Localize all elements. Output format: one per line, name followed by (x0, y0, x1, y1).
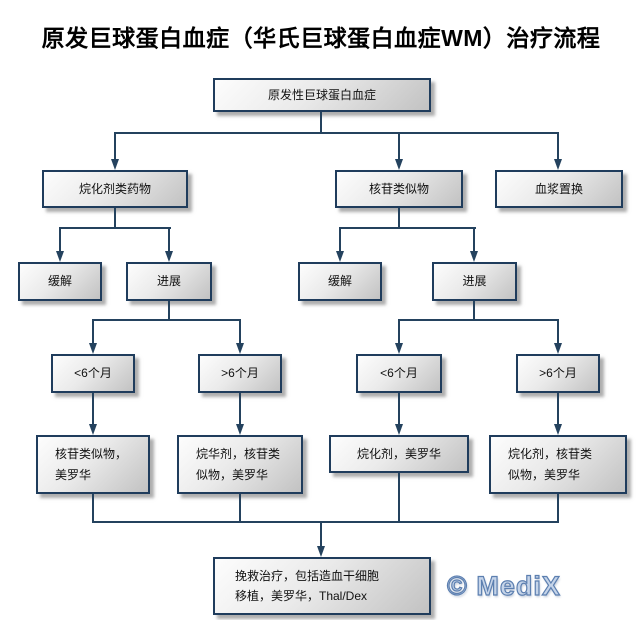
connector-line (339, 227, 476, 229)
node-plasma-exchange: 血浆置换 (495, 170, 623, 208)
node-tx-nucleoside-rituximab-label: 核苷类似物， 美罗华 (55, 447, 128, 482)
node-tx-alkyl-rituximab: 烷化剂，美罗华 (329, 435, 469, 473)
node-salvage: 挽救治疗，包括造血干细胞 移植，美罗华，Thal/Dex (213, 557, 431, 615)
connector-line (168, 301, 170, 321)
connector-line (114, 132, 116, 160)
connector-line (114, 132, 559, 134)
medix-watermark: © MediX (446, 570, 561, 601)
node-nucleoside-label: 核苷类似物 (368, 181, 429, 196)
arrowhead-icon (395, 424, 403, 435)
node-root-label: 原发性巨球蛋白血症 (267, 87, 376, 102)
arrowhead-icon (89, 343, 97, 354)
arrowhead-icon (56, 251, 64, 262)
arrowhead-icon (89, 424, 97, 435)
node-tx-alkyl-nucleoside-rituximab-left: 烷华剂，核苷类 似物，美罗华 (177, 435, 303, 494)
connector-line (92, 494, 94, 523)
node-root: 原发性巨球蛋白血症 (213, 78, 431, 112)
arrowhead-icon (111, 159, 119, 170)
arrowhead-icon (554, 159, 562, 170)
node-tx-alkyl-nucleoside-rituximab-left-label: 烷华剂，核苷类 似物，美罗华 (196, 447, 281, 482)
node-gt6-months-right-label: >6个月 (539, 366, 577, 381)
connector-line (398, 393, 400, 425)
arrowhead-icon (470, 251, 478, 262)
arrowhead-icon (236, 424, 244, 435)
arrowhead-icon (554, 343, 562, 354)
node-remission-right: 缓解 (298, 262, 382, 301)
node-plasma-exchange-label: 血浆置换 (534, 181, 583, 196)
node-lt6-months-left-label: <6个月 (74, 366, 112, 381)
node-tx-nucleoside-rituximab: 核苷类似物， 美罗华 (36, 435, 150, 494)
node-progression-right-label: 进展 (462, 274, 487, 289)
arrowhead-icon (395, 343, 403, 354)
node-alkylating-label: 烷化剂类药物 (78, 181, 151, 196)
node-nucleoside: 核苷类似物 (335, 170, 463, 208)
connector-line (239, 319, 241, 344)
connector-line (239, 393, 241, 425)
node-lt6-months-right-label: <6个月 (380, 366, 418, 381)
node-gt6-months-left-label: >6个月 (221, 366, 259, 381)
connector-line (557, 393, 559, 425)
node-remission-left-label: 缓解 (47, 274, 72, 289)
connector-line (168, 227, 170, 252)
connector-line (398, 319, 559, 321)
node-tx-alkyl-rituximab-label: 烷化剂，美罗华 (356, 446, 441, 461)
arrowhead-icon (165, 251, 173, 262)
connector-line (239, 494, 241, 523)
diagram-title: 原发巨球蛋白血症（华氏巨球蛋白血症WM）治疗流程 (41, 25, 601, 51)
connector-line (398, 132, 400, 160)
connector-line (398, 319, 400, 344)
connector-line (92, 319, 241, 321)
arrowhead-icon (236, 343, 244, 354)
connector-line (92, 319, 94, 344)
node-remission-left: 缓解 (18, 262, 102, 301)
connector-line (59, 227, 61, 252)
arrowhead-icon (336, 251, 344, 262)
connector-line (114, 208, 116, 229)
node-tx-alkyl-nucleoside-rituximab-right-label: 烷化剂，核苷类 似物，美罗华 (508, 447, 593, 482)
connector-line (339, 227, 341, 252)
connector-line (398, 473, 400, 523)
node-progression-left: 进展 (126, 262, 212, 301)
node-gt6-months-left: >6个月 (198, 354, 282, 393)
node-lt6-months-left: <6个月 (51, 354, 135, 393)
connector-line (398, 208, 400, 229)
connector-line (557, 494, 559, 523)
connector-line (320, 112, 322, 133)
node-gt6-months-right: >6个月 (516, 354, 600, 393)
arrowhead-icon (317, 546, 325, 557)
arrowhead-icon (395, 159, 403, 170)
connector-line (557, 132, 559, 160)
connector-line (92, 521, 559, 523)
node-tx-alkyl-nucleoside-rituximab-right: 烷化剂，核苷类 似物，美罗华 (489, 435, 627, 494)
node-salvage-label: 挽救治疗，包括造血干细胞 移植，美罗华，Thal/Dex (235, 568, 380, 603)
node-lt6-months-right: <6个月 (356, 354, 442, 393)
connector-line (557, 319, 559, 344)
node-progression-right: 进展 (432, 262, 517, 301)
node-remission-right-label: 缓解 (327, 274, 352, 289)
node-progression-left-label: 进展 (156, 274, 181, 289)
connector-line (92, 393, 94, 425)
connector-line (473, 301, 475, 321)
connector-line (320, 521, 322, 547)
arrowhead-icon (554, 424, 562, 435)
connector-line (473, 227, 475, 252)
node-alkylating: 烷化剂类药物 (42, 170, 188, 208)
connector-line (59, 227, 171, 229)
